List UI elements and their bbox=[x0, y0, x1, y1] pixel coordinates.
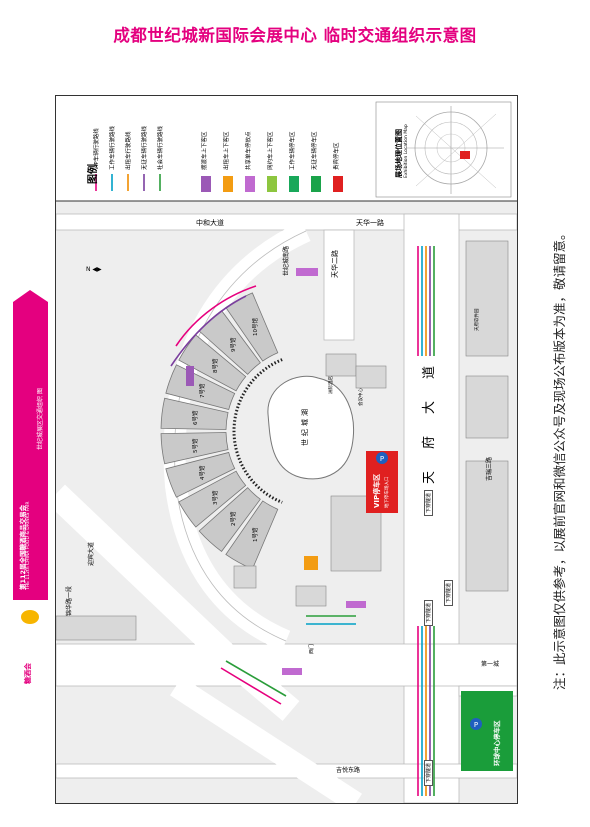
fair-banner: 第112届全国糖酒商品交易会 THE 112th CHINA FOOD & DR… bbox=[13, 290, 48, 600]
gate-label-west: 西门 bbox=[309, 643, 315, 654]
road-label-tianhua1: 天华一路 bbox=[356, 219, 384, 227]
tunnel-label-2: 下穿隧道 bbox=[424, 599, 433, 626]
logo-text: 糖酒会 bbox=[24, 663, 32, 684]
legend-route-label: 社会车辆行驶路线 bbox=[158, 125, 164, 170]
legend-route-label: 出租车行驶路线 bbox=[126, 131, 132, 170]
exhibition-hall bbox=[160, 397, 229, 430]
exhibition-hall bbox=[160, 432, 229, 465]
legend-zone-label: 共享单车停放点 bbox=[246, 131, 252, 170]
zone-markers bbox=[186, 268, 366, 675]
road-label-jiyue: 吉悦东路 bbox=[336, 767, 361, 774]
legend-zone-label: 无证车辆停车区 bbox=[312, 131, 318, 170]
hall-label: 1号馆 bbox=[253, 527, 260, 542]
century-city-lake bbox=[267, 375, 354, 480]
page-title: 成都世纪城新国际会展中心 临时交通组织示意图 bbox=[113, 26, 477, 45]
tunnel-label-3: 下穿隧道 bbox=[424, 759, 433, 786]
legend-zone-swatch bbox=[245, 176, 255, 192]
road-label-jirui3: 吉瑞三路 bbox=[486, 456, 493, 481]
hall-label: 2号馆 bbox=[230, 511, 237, 526]
hall-label: 3号馆 bbox=[212, 490, 219, 505]
hall-corridor bbox=[232, 358, 283, 504]
vip-parking-label: VIP停车区 bbox=[373, 473, 381, 508]
banner-line2: THE 112th CHINA FOOD & DRINKS FAIR bbox=[26, 501, 31, 590]
hall-label: 4号馆 bbox=[199, 465, 206, 480]
vip-parking-area: P bbox=[366, 451, 398, 513]
route-lines bbox=[170, 246, 435, 796]
north-arrow-icon: N ◀▶ bbox=[86, 266, 102, 273]
lake-label: 世纪城湖 bbox=[301, 406, 309, 446]
huanqiu-parking-area: P bbox=[461, 691, 513, 771]
legend-zone-swatch bbox=[311, 176, 321, 192]
north-label: N bbox=[86, 266, 91, 273]
hall-label: 6号馆 bbox=[193, 410, 200, 426]
legend-zone-label: 摆渡车上下客区 bbox=[202, 131, 208, 170]
hall-label: 8号馆 bbox=[212, 358, 219, 374]
legend-zone-label: 网约车上下客区 bbox=[268, 131, 274, 170]
hall-label: 10号馆 bbox=[253, 318, 260, 337]
legend-route-label: 工作车辆行驶路线 bbox=[110, 125, 116, 170]
legend-route-label: 无证车辆行驶路线 bbox=[142, 125, 148, 170]
legend-route-label: VIP车辆行驶路线 bbox=[94, 128, 100, 170]
road-label-jinhua: 锦华路一段 bbox=[66, 585, 73, 616]
building-label-3: 天府软件园 bbox=[475, 308, 480, 332]
road-label-tianfu: 天府大道 bbox=[422, 343, 437, 484]
road-label-zhonghe: 中和大道 bbox=[196, 219, 224, 227]
exhibition-hall bbox=[165, 451, 236, 498]
legend-zone-label: 出租车上下客区 bbox=[224, 131, 230, 170]
banner-line3: 世纪城展区交通组织 图 bbox=[37, 388, 44, 450]
inset-title: 展场地理位置图 bbox=[395, 129, 403, 178]
hall-label: 5号馆 bbox=[193, 438, 200, 453]
exhibition-hall bbox=[198, 487, 261, 552]
logo-mark-icon bbox=[21, 610, 39, 624]
disclaimer-note: 注：此示意图仅供参考，以展前官网和微信公众号及现场公布版本为准，敬请留意。 bbox=[552, 227, 567, 690]
inset-subtitle: Exhibition Location Map bbox=[404, 124, 409, 178]
location-inset-map bbox=[375, 101, 512, 198]
hall-label: 9号馆 bbox=[230, 337, 237, 353]
legend-zone-swatch bbox=[201, 176, 211, 192]
traffic-map: P P 图例 VIP车辆行驶路线工作车辆行驶路线出租车行驶路线无证车辆行驶路线社… bbox=[55, 95, 518, 804]
building-label-2: 会议中心 bbox=[359, 388, 364, 406]
legend-zone-label: 贵宾停车区 bbox=[334, 142, 340, 170]
road-label-yinghui: 迎宾大道 bbox=[88, 541, 95, 566]
road-label-diyi: 第一城 bbox=[481, 661, 500, 668]
building-label-1: 洲际酒店 bbox=[329, 376, 334, 394]
road-label-tianhua2: 天华二路 bbox=[331, 250, 339, 278]
legend-zone-swatch bbox=[267, 176, 277, 192]
fair-logo: 糖酒会 bbox=[13, 602, 48, 688]
exhibition-hall bbox=[178, 470, 247, 528]
svg-text:P: P bbox=[380, 455, 384, 463]
exhibition-hall bbox=[165, 364, 236, 411]
legend-zone-swatch bbox=[223, 176, 233, 192]
huanqiu-parking-label: 环球中心停车区 bbox=[493, 720, 501, 767]
vip-parking-sublabel: 地下停车场入口 bbox=[385, 476, 390, 509]
hall-label: 7号馆 bbox=[199, 383, 206, 399]
legend-zone-swatch bbox=[289, 176, 299, 192]
legend-zone-swatch bbox=[333, 176, 343, 192]
tunnel-label-4: 下穿隧道 bbox=[444, 579, 453, 606]
svg-text:P: P bbox=[474, 721, 478, 729]
legend-zone-label: 工作车辆停车区 bbox=[290, 131, 296, 170]
tunnel-label-1: 下穿隧道 bbox=[424, 489, 433, 516]
road-label-shijicheng: 世纪城南路 bbox=[283, 245, 290, 276]
exhibition-halls bbox=[160, 292, 283, 570]
